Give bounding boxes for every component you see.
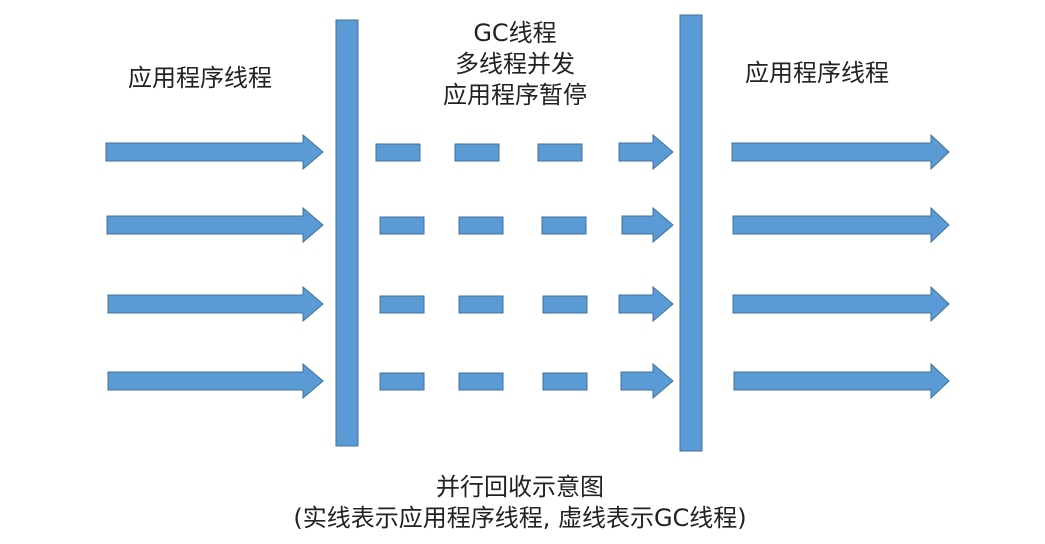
diagram-caption: 并行回收示意图 (实线表示应用程序线程, 虚线表示GC线程)	[200, 472, 840, 534]
gc-thread-dash	[458, 216, 504, 235]
app-thread-arrow-left	[107, 362, 324, 400]
gc-thread-dash	[379, 372, 425, 391]
gc-thread-dash	[541, 216, 587, 235]
gc-thread-dash	[379, 216, 425, 235]
app-thread-arrow-right	[731, 133, 950, 171]
gc-threads-line-3: 应用程序暂停	[443, 81, 587, 109]
gc-thread-arrow	[618, 285, 674, 323]
app-thread-arrow-left	[107, 285, 324, 323]
app-thread-arrow-left	[106, 206, 324, 244]
caption-title: 并行回收示意图	[436, 473, 604, 501]
gc-end-barrier	[679, 14, 703, 452]
gc-thread-arrow	[621, 206, 674, 244]
left-application-threads-label: 应用程序线程	[128, 64, 272, 92]
gc-thread-dash	[458, 295, 504, 314]
gc-thread-dash	[454, 143, 500, 162]
app-thread-arrow-left	[105, 133, 324, 171]
gc-thread-dash	[458, 372, 504, 391]
gc-threads-line-1: GC线程	[473, 19, 557, 47]
gc-thread-dash	[375, 143, 421, 162]
gc-thread-dash	[542, 295, 588, 314]
caption-subtitle: (实线表示应用程序线程, 虚线表示GC线程)	[293, 504, 747, 532]
gc-thread-dash	[537, 143, 583, 162]
gc-threads-line-2: 多线程并发	[455, 50, 575, 78]
gc-thread-dash	[542, 372, 588, 391]
app-thread-arrow-right	[732, 285, 950, 323]
gc-threads-label: GC线程 多线程并发 应用程序暂停	[420, 18, 610, 111]
gc-start-barrier	[335, 19, 359, 447]
right-application-threads-label: 应用程序线程	[745, 59, 889, 87]
gc-thread-dash	[379, 295, 425, 314]
app-thread-arrow-right	[733, 362, 950, 400]
gc-thread-arrow	[620, 362, 674, 400]
gc-thread-arrow	[618, 133, 674, 171]
app-thread-arrow-right	[732, 206, 950, 244]
